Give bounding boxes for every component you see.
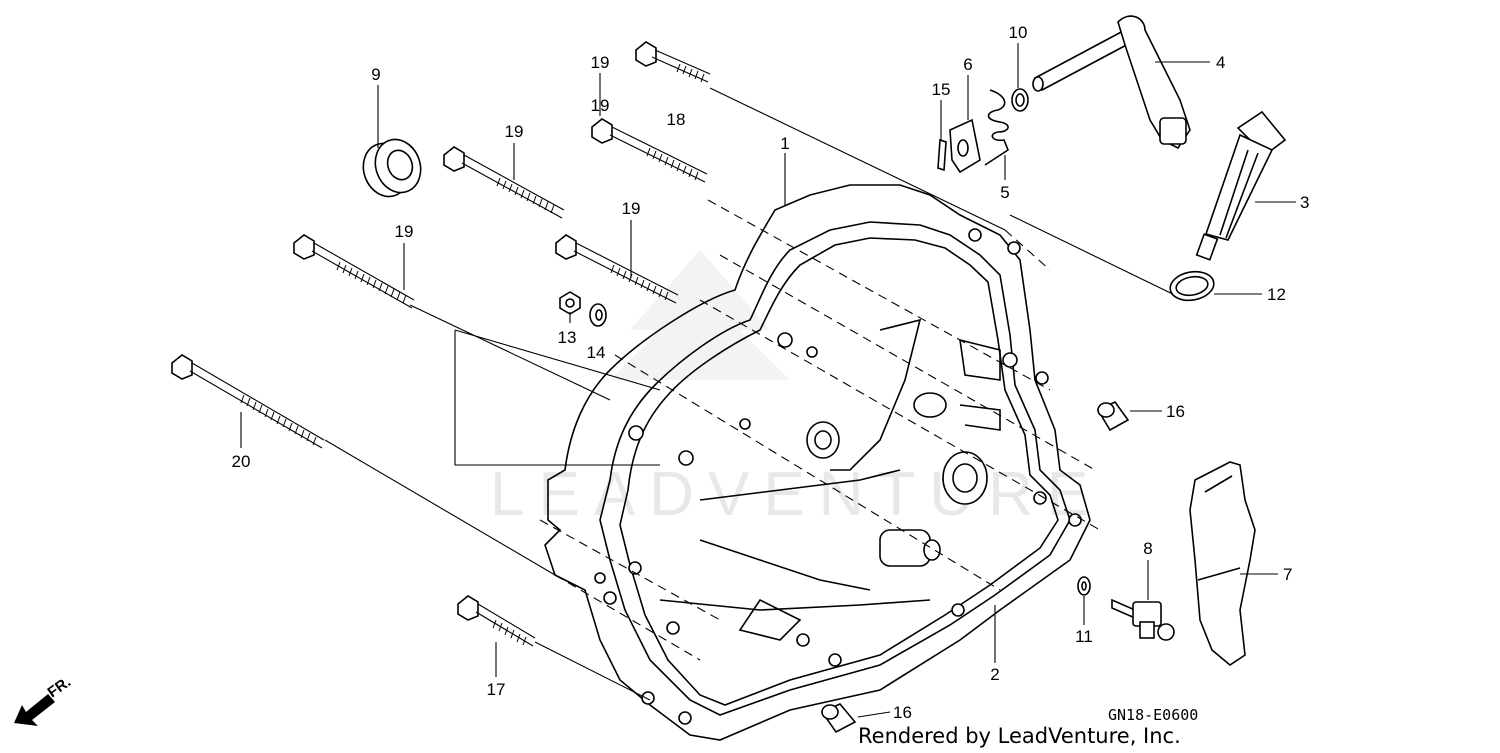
bolt-part-19-b	[443, 146, 565, 219]
washer-part-11	[1077, 576, 1091, 596]
o-ring-part-12	[1169, 270, 1215, 302]
callout-4: 4	[1216, 53, 1225, 72]
dipstick-part-3	[1195, 110, 1287, 261]
callout-13: 13	[558, 328, 577, 347]
leader-lines	[324, 87, 1186, 701]
callout-14: 14	[587, 343, 606, 362]
front-direction-arrow-icon	[14, 694, 55, 726]
callout-3: 3	[1300, 193, 1309, 212]
callout-labels: 9 19 18 19 19 19 19 20 13 14 1 15 6 10 5…	[232, 23, 1310, 722]
bolt-part-17	[457, 595, 536, 647]
callout-8: 8	[1143, 539, 1152, 558]
callout-19-c: 19	[622, 199, 641, 218]
washer-part-14	[589, 303, 607, 327]
bolt-part-19-c	[555, 234, 679, 304]
render-credit: Rendered by LeadVenture, Inc.	[858, 724, 1181, 748]
diagram-code: GN18-E0600	[1108, 706, 1198, 724]
callout-16-lower: 16	[893, 703, 912, 722]
callout-20: 20	[232, 452, 251, 471]
watermark: LEADVENTURE	[490, 460, 1102, 529]
callout-11: 11	[1075, 627, 1093, 646]
callout-19-b: 19	[505, 122, 524, 141]
bolt-part-19-d	[293, 234, 415, 309]
alignment-lines	[539, 199, 1101, 661]
bolt-part-18	[635, 41, 711, 83]
oil-seal-part-9	[362, 138, 422, 198]
callout-6: 6	[963, 55, 972, 74]
pin-part-15	[937, 138, 947, 172]
watermark-logo	[610, 250, 790, 380]
callout-5: 5	[1000, 183, 1009, 202]
callout-10: 10	[1009, 23, 1028, 42]
callout-19-a: 19	[591, 53, 610, 72]
shaft-lever-part-4	[1032, 15, 1191, 150]
circlip-part-10	[1011, 88, 1029, 112]
bolt-part-20	[171, 354, 325, 449]
callout-19-d: 19	[395, 222, 414, 241]
callout-19-e: 19	[591, 96, 610, 115]
callout-9: 9	[371, 65, 380, 84]
nut-part-13	[559, 291, 581, 315]
bolt-part-19-a	[591, 118, 708, 183]
callout-2: 2	[990, 665, 999, 684]
spring-part-5	[984, 89, 1009, 166]
switch-part-8	[1111, 598, 1175, 641]
callout-leaders	[240, 43, 1296, 718]
callout-18: 18	[667, 110, 686, 129]
dowel-part-16-upper	[1096, 400, 1130, 432]
callout-17: 17	[487, 680, 506, 699]
callout-7: 7	[1283, 565, 1292, 584]
crankcase-cover-part-1	[544, 184, 1091, 741]
dowel-part-16-lower	[820, 703, 857, 734]
callout-15: 15	[932, 80, 951, 99]
callout-1: 1	[780, 134, 789, 153]
plate-part-7	[1189, 461, 1256, 666]
callout-12: 12	[1267, 285, 1286, 304]
callout-16-upper: 16	[1166, 402, 1185, 421]
cam-part-6	[949, 118, 981, 174]
